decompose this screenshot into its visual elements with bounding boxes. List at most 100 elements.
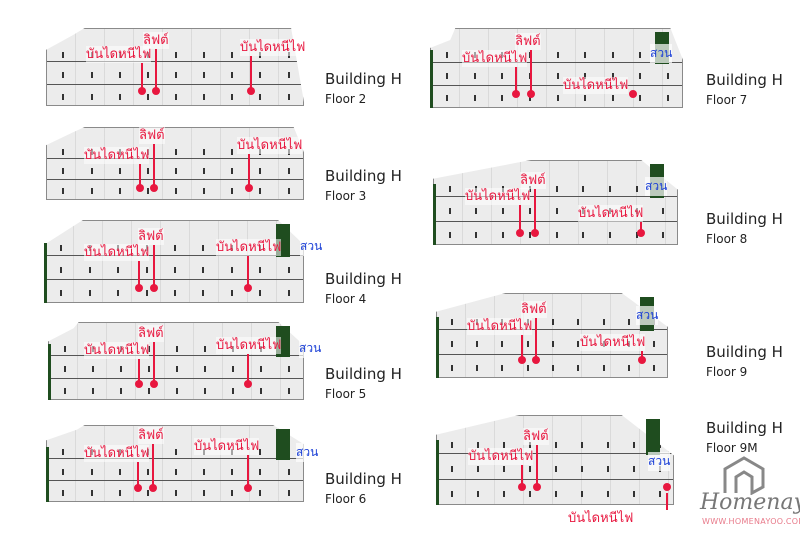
column-mark <box>64 345 67 352</box>
logo-name: Homenayoo <box>700 490 800 515</box>
column-mark <box>580 442 583 449</box>
floor-name: Floor 9M <box>706 441 758 455</box>
column-mark <box>62 168 65 175</box>
building-name: Building H <box>325 167 402 185</box>
building-name: Building H <box>325 270 402 288</box>
column-mark <box>503 442 506 449</box>
fire-exit-location-dot <box>663 483 671 491</box>
fire-exit-label: บันไดหนีไฟ <box>568 510 634 527</box>
column-mark <box>501 73 504 80</box>
fire-exit-location-dot <box>518 356 526 364</box>
column-mark <box>658 490 661 497</box>
column-mark <box>580 490 583 497</box>
column-mark <box>446 52 449 59</box>
fire-exit-pointer-line <box>141 63 143 91</box>
column-mark <box>635 185 638 192</box>
lift-pointer-line <box>530 50 532 94</box>
column-mark <box>475 208 478 215</box>
column-mark <box>203 149 206 156</box>
column-mark <box>584 52 587 59</box>
column-mark <box>503 466 506 473</box>
column-mark <box>118 188 121 195</box>
fire-exit-location-dot <box>135 284 143 292</box>
column-mark <box>202 245 205 252</box>
lift-pointer-line <box>153 342 155 384</box>
fire-exit-label: บันไดหนีไฟ <box>240 39 306 56</box>
column-mark <box>118 72 121 79</box>
fire-exit-label: บันไดหนีไฟ <box>194 438 260 455</box>
floor-name: Floor 6 <box>325 492 367 506</box>
building-name: Building H <box>706 343 783 361</box>
column-mark <box>148 366 151 373</box>
column-mark <box>117 289 120 296</box>
column-mark <box>528 73 531 80</box>
wall-line <box>47 457 303 459</box>
column-mark <box>632 490 635 497</box>
column-mark <box>528 231 531 238</box>
column-mark <box>175 168 177 175</box>
column-mark <box>662 208 665 215</box>
column-mark <box>627 318 630 325</box>
column-mark <box>90 468 93 475</box>
column-mark <box>145 289 148 296</box>
lift-label: ลิฟต์ <box>138 228 164 245</box>
column-mark <box>446 73 449 80</box>
column-mark <box>230 289 233 296</box>
column-mark <box>259 188 262 195</box>
column-mark <box>529 466 532 473</box>
fire-exit-pointer-line <box>138 261 140 288</box>
column-mark <box>582 185 585 192</box>
column-mark <box>475 231 478 238</box>
column-mark <box>259 267 262 274</box>
lift-location-dot <box>149 484 157 492</box>
column-mark <box>231 366 234 373</box>
column-mark <box>556 95 559 102</box>
column-mark <box>287 489 290 496</box>
column-mark <box>203 468 206 475</box>
column-mark <box>259 168 262 175</box>
column-mark <box>259 93 262 100</box>
column-mark <box>175 93 177 100</box>
column-mark <box>446 95 449 102</box>
column-mark <box>662 231 665 238</box>
fire-exit-pointer-line <box>248 154 250 188</box>
column-mark <box>602 318 605 325</box>
fire-exit-label: บันไดหนีไฟ <box>563 77 629 94</box>
column-mark <box>231 489 234 496</box>
column-mark <box>653 364 656 371</box>
building-name: Building H <box>706 210 783 228</box>
column-mark <box>175 149 177 156</box>
column-mark <box>175 468 177 475</box>
fire-exit-location-dot <box>516 229 524 237</box>
fire-exit-label: บันไดหนีไฟ <box>465 188 531 205</box>
floor-name: Floor 8 <box>706 232 748 246</box>
column-mark <box>448 208 451 215</box>
wall-line <box>47 83 303 85</box>
column-mark <box>175 51 177 58</box>
column-mark <box>473 95 476 102</box>
column-mark <box>611 52 614 59</box>
column-mark <box>577 364 580 371</box>
fire-exit-location-dot <box>136 184 144 192</box>
column-mark <box>555 231 558 238</box>
garden-label: สวน <box>650 44 673 63</box>
wall-line <box>437 328 667 330</box>
fire-exit-location-dot <box>245 184 253 192</box>
floor-name: Floor 7 <box>706 93 748 107</box>
floor-name: Floor 2 <box>325 92 367 106</box>
column-mark <box>529 490 532 497</box>
column-mark <box>118 93 121 100</box>
lift-label: ลิฟต์ <box>521 301 547 318</box>
lift-location-dot <box>150 184 158 192</box>
column-mark <box>552 364 554 371</box>
column-mark <box>503 490 506 497</box>
fire-exit-location-dot <box>138 87 146 95</box>
column-mark <box>555 466 557 473</box>
column-mark <box>473 73 476 80</box>
fire-exit-location-dot <box>638 356 646 364</box>
column-mark <box>502 231 505 238</box>
floor-name: Floor 4 <box>325 292 367 306</box>
column-mark <box>582 231 585 238</box>
lift-pointer-line <box>534 189 536 233</box>
column-mark <box>611 95 614 102</box>
